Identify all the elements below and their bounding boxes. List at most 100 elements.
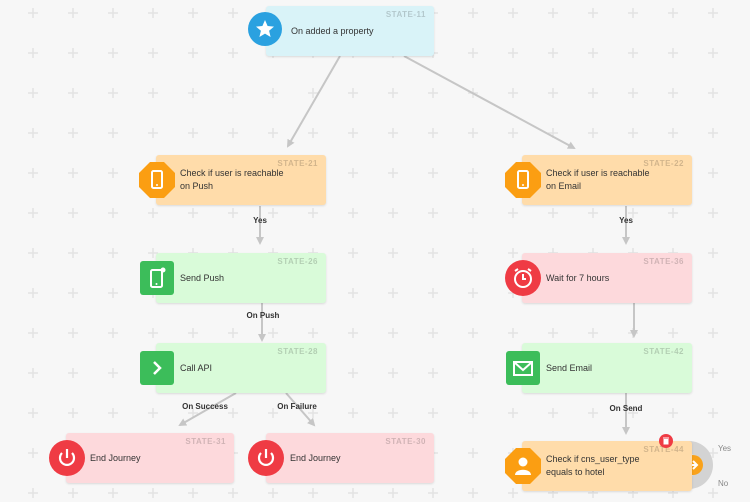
node-label: Wait for 7 hours	[546, 272, 610, 283]
grid-plus-mark	[468, 488, 478, 498]
node-check-push-reachable[interactable]: STATE-21 Check if user is reachable on P…	[156, 155, 326, 205]
grid-plus-mark	[388, 408, 398, 418]
grid-plus-mark	[548, 48, 558, 58]
grid-plus-mark	[708, 208, 718, 218]
grid-plus-mark	[668, 328, 678, 338]
state-id: STATE-11	[385, 10, 426, 19]
grid-plus-mark	[228, 488, 238, 498]
edge-label-yes-push: Yes	[253, 216, 267, 225]
node-send-push[interactable]: STATE-26 Send Push	[156, 253, 326, 303]
grid-plus-mark	[508, 48, 518, 58]
edge-label-on-send: On Send	[609, 404, 643, 413]
grid-plus-mark	[708, 128, 718, 138]
grid-plus-mark	[348, 168, 358, 178]
grid-plus-mark	[668, 88, 678, 98]
edge-label-yes-email: Yes	[619, 216, 633, 225]
grid-plus-mark	[708, 368, 718, 378]
grid-plus-mark	[148, 208, 158, 218]
grid-plus-mark	[68, 48, 78, 58]
grid-plus-mark	[108, 88, 118, 98]
grid-plus-mark	[708, 488, 718, 498]
grid-plus-mark	[548, 208, 558, 218]
grid-plus-mark	[68, 368, 78, 378]
grid-plus-mark	[68, 88, 78, 98]
node-end-journey-2[interactable]: STATE-30 End Journey	[266, 433, 434, 483]
grid-plus-mark	[548, 88, 558, 98]
grid-plus-mark	[228, 48, 238, 58]
grid-plus-mark	[708, 88, 718, 98]
grid-plus-mark	[308, 128, 318, 138]
grid-plus-mark	[468, 208, 478, 218]
grid-plus-mark	[268, 408, 278, 418]
grid-plus-mark	[468, 448, 478, 458]
grid-plus-mark	[68, 128, 78, 138]
edge-call-api-to-end-2	[285, 392, 316, 427]
push-phone-icon	[140, 261, 174, 295]
node-wait[interactable]: STATE-36 Wait for 7 hours	[522, 253, 692, 303]
grid-plus-mark	[548, 328, 558, 338]
grid-plus-mark	[108, 248, 118, 258]
edge-trigger-to-email-check	[403, 55, 576, 149]
node-check-email-reachable[interactable]: STATE-22 Check if user is reachable on E…	[522, 155, 692, 205]
grid-plus-mark	[508, 88, 518, 98]
delete-icon[interactable]	[659, 434, 673, 448]
grid-plus-mark	[228, 128, 238, 138]
grid-plus-mark	[268, 328, 278, 338]
grid-plus-mark	[308, 488, 318, 498]
grid-plus-mark	[68, 8, 78, 18]
node-trigger[interactable]: STATE-11 On added a property	[266, 6, 434, 56]
grid-plus-mark	[188, 408, 198, 418]
grid-plus-mark	[188, 88, 198, 98]
grid-plus-mark	[28, 88, 38, 98]
grid-plus-mark	[548, 8, 558, 18]
node-label: On added a property	[291, 25, 374, 36]
grid-plus-mark	[348, 328, 358, 338]
grid-plus-mark	[348, 288, 358, 298]
grid-plus-mark	[108, 128, 118, 138]
branch-yes-label: Yes	[718, 444, 732, 453]
grid-plus-mark	[188, 8, 198, 18]
star-icon	[248, 12, 282, 46]
grid-plus-mark	[708, 8, 718, 18]
grid-plus-mark	[588, 88, 598, 98]
grid-plus-mark	[428, 408, 438, 418]
grid-plus-mark	[268, 488, 278, 498]
grid-plus-mark	[108, 8, 118, 18]
grid-plus-mark	[148, 408, 158, 418]
state-id: STATE-22	[643, 159, 684, 168]
state-id: STATE-36	[643, 257, 684, 266]
grid-plus-mark	[468, 48, 478, 58]
grid-plus-mark	[108, 368, 118, 378]
state-id: STATE-44	[643, 445, 684, 454]
grid-plus-mark	[468, 328, 478, 338]
grid-plus-mark	[548, 408, 558, 418]
grid-plus-mark	[108, 328, 118, 338]
grid-plus-mark	[268, 128, 278, 138]
edge-label-on-failure: On Failure	[277, 402, 317, 411]
grid-plus-mark	[188, 128, 198, 138]
grid-plus-mark	[468, 128, 478, 138]
node-send-email[interactable]: STATE-42 Send Email	[522, 343, 692, 393]
grid-plus-mark	[28, 248, 38, 258]
grid-plus-mark	[588, 128, 598, 138]
node-end-journey-1[interactable]: STATE-31 End Journey	[66, 433, 234, 483]
state-id: STATE-28	[277, 347, 318, 356]
grid-plus-mark	[468, 8, 478, 18]
grid-plus-mark	[68, 288, 78, 298]
grid-plus-mark	[348, 368, 358, 378]
node-check-user-type[interactable]: STATE-44 Check if cns_user_type equals t…	[522, 441, 692, 491]
grid-plus-mark	[588, 8, 598, 18]
node-call-api[interactable]: STATE-28 Call API	[156, 343, 326, 393]
grid-plus-mark	[388, 128, 398, 138]
grid-plus-mark	[388, 168, 398, 178]
grid-plus-mark	[588, 48, 598, 58]
grid-plus-mark	[428, 488, 438, 498]
mobile-phone-icon	[139, 162, 175, 198]
grid-plus-mark	[628, 128, 638, 138]
grid-plus-mark	[388, 88, 398, 98]
grid-plus-mark	[28, 408, 38, 418]
grid-plus-mark	[388, 488, 398, 498]
grid-plus-mark	[28, 208, 38, 218]
grid-plus-mark	[428, 248, 438, 258]
